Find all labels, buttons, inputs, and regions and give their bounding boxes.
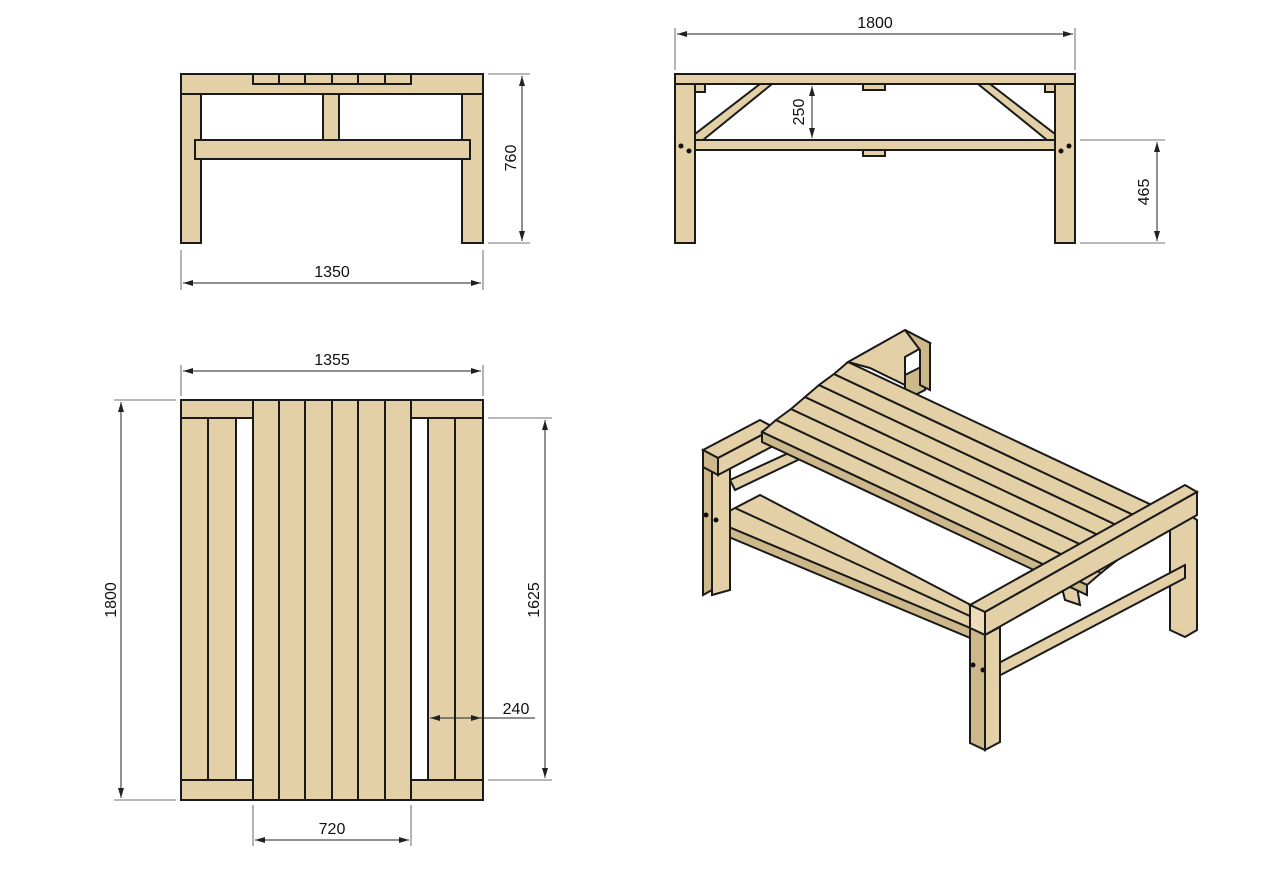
dim-label-length: 1800 <box>857 15 893 32</box>
brace-right <box>975 83 1056 141</box>
top-slats <box>252 73 412 85</box>
stretcher <box>694 139 1056 151</box>
dim-label-brace: 250 <box>791 99 808 126</box>
dim-label-height: 760 <box>503 145 520 172</box>
brace-left <box>694 83 775 141</box>
leg-left <box>180 93 202 244</box>
iso-top-slats <box>760 328 1175 597</box>
center-post <box>322 93 340 141</box>
dim-label-stretcher: 465 <box>1136 179 1153 206</box>
top-slat <box>674 73 1076 85</box>
top-slats <box>252 399 412 801</box>
dim-label-gap: 240 <box>503 701 530 718</box>
dim-label-width: 1350 <box>314 264 350 281</box>
leg-right <box>461 93 484 244</box>
dim-label-length: 1800 <box>103 582 120 618</box>
end-view: 760 1350 <box>180 73 530 290</box>
leg-right <box>1054 73 1076 244</box>
plan-view: 1355 1800 1625 240 720 <box>103 352 552 846</box>
leg-left <box>674 73 696 244</box>
isometric-view <box>700 328 1200 752</box>
stretcher <box>194 139 471 160</box>
dim-label-width: 1355 <box>314 352 350 369</box>
side-view: 1800 250 465 <box>674 15 1165 244</box>
dim-label-inner: 1625 <box>526 582 543 618</box>
dim-label-top: 720 <box>319 821 346 838</box>
